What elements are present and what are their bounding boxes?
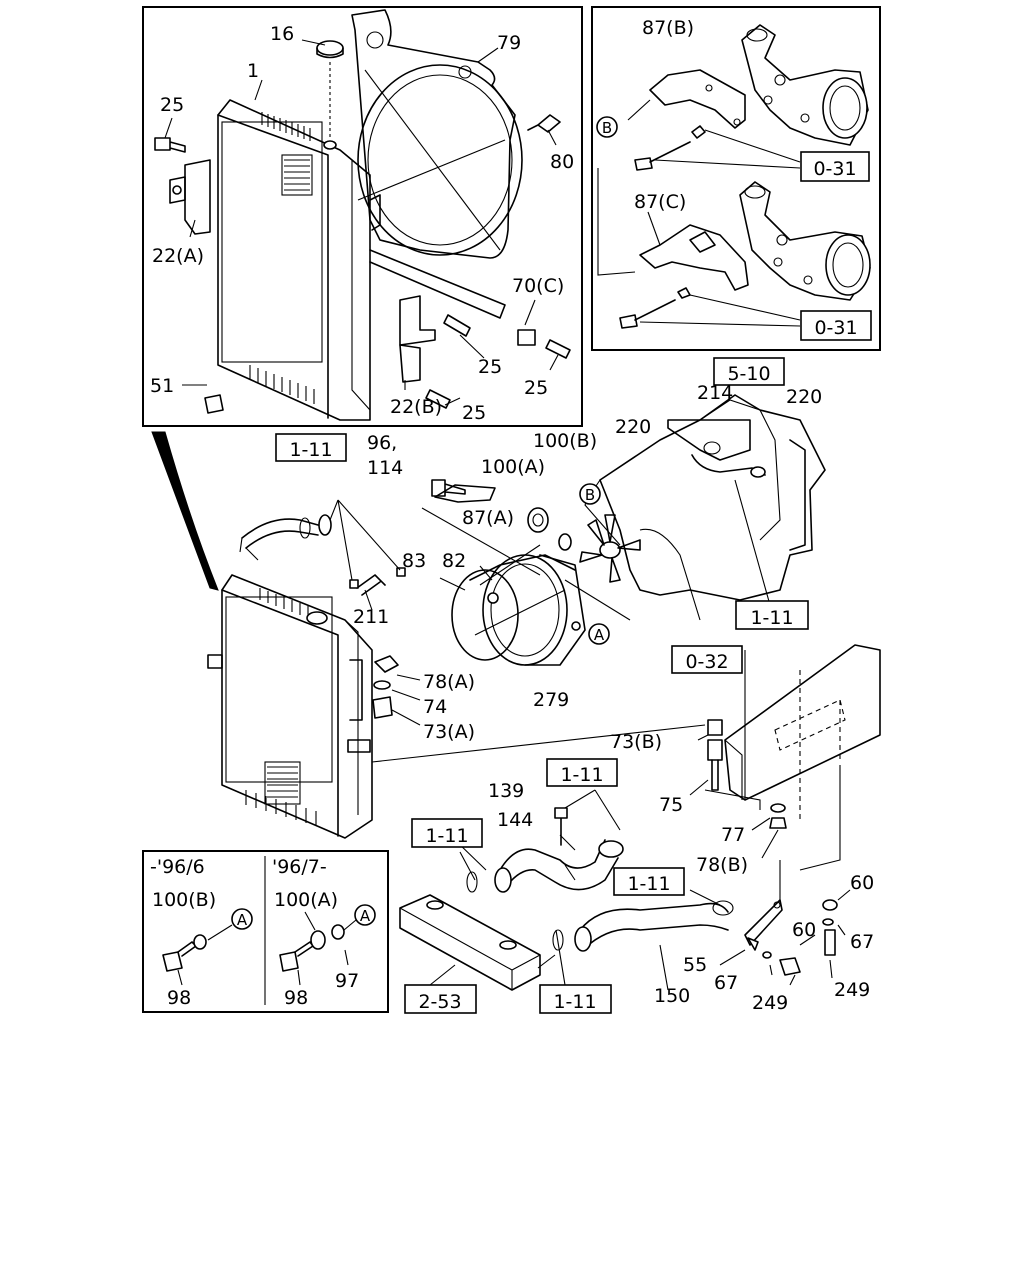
label-77: 77: [721, 824, 745, 846]
fan: [579, 514, 641, 583]
label-74: 74: [423, 696, 447, 718]
callout-circle-b-middle: B: [579, 483, 601, 505]
svg-text:1-11: 1-11: [560, 764, 603, 786]
label-78a: 78(A): [423, 671, 475, 693]
label-220-left: 220: [615, 416, 651, 438]
label-249-left: 249: [752, 992, 788, 1014]
label-67-left: 67: [714, 972, 738, 994]
ref-box-0-31-lower[interactable]: 0-31: [800, 310, 872, 341]
label-82: 82: [442, 550, 466, 572]
ref-box-1-11-d[interactable]: 1-11: [411, 818, 483, 848]
callout-circle-a-middle: A: [588, 623, 610, 645]
label-150: 150: [654, 985, 690, 1007]
label-144: 144: [497, 809, 533, 831]
bracket-detail: [597, 24, 871, 329]
inset-label-100a: 100(A): [274, 889, 338, 911]
label-87a: 87(A): [462, 507, 514, 529]
label-220-right: 220: [786, 386, 822, 408]
ref-box-5-10[interactable]: 5-10: [713, 357, 785, 386]
label-96: 96,: [367, 432, 397, 454]
label-25-right: 25: [524, 377, 548, 399]
svg-text:1-11: 1-11: [289, 439, 332, 461]
svg-text:B: B: [585, 486, 595, 504]
svg-text:1-11: 1-11: [425, 825, 468, 847]
label-279: 279: [533, 689, 569, 711]
inset-left-title: -'96/6: [150, 856, 205, 878]
svg-text:A: A: [360, 907, 371, 925]
svg-text:1-11: 1-11: [750, 607, 793, 629]
svg-text:A: A: [237, 911, 248, 929]
ref-box-1-11-f[interactable]: 1-11: [539, 984, 612, 1014]
label-78b: 78(B): [696, 854, 748, 876]
label-87c: 87(C): [634, 191, 686, 213]
inset-right-title: '96/7-: [272, 856, 327, 878]
svg-text:1-11: 1-11: [627, 873, 670, 895]
inset-label-97: 97: [335, 970, 359, 992]
label-214: 214: [697, 382, 733, 404]
svg-text:0-31: 0-31: [813, 158, 856, 180]
radiator-middle: [151, 394, 826, 839]
ref-box-1-11-b[interactable]: 1-11: [735, 600, 809, 630]
callout-circle-a-inset-left: A: [231, 908, 253, 930]
label-1: 1: [247, 60, 259, 82]
ref-box-0-31-upper[interactable]: 0-31: [800, 151, 870, 182]
label-100a: 100(A): [481, 456, 545, 478]
label-60-left: 60: [792, 919, 816, 941]
svg-text:2-53: 2-53: [418, 991, 461, 1013]
label-70c: 70(C): [512, 275, 564, 297]
inset-parts: [162, 911, 357, 986]
frame-rail: [689, 644, 881, 871]
ref-box-2-53[interactable]: 2-53: [404, 984, 477, 1014]
label-16: 16: [270, 23, 294, 45]
svg-text:1-11: 1-11: [553, 991, 596, 1013]
radiator-top: [154, 9, 571, 421]
callout-circle-a-inset-right: A: [354, 904, 376, 926]
ref-box-1-11-e[interactable]: 1-11: [613, 867, 685, 896]
label-25-mid: 25: [478, 356, 502, 378]
label-25-lower: 25: [462, 402, 486, 424]
label-55: 55: [683, 954, 707, 976]
ref-box-0-32[interactable]: 0-32: [671, 645, 743, 674]
bracket-detail-frame: [591, 6, 881, 351]
label-67-right: 67: [850, 931, 874, 953]
label-22a: 22(A): [152, 245, 204, 267]
svg-text:0-31: 0-31: [814, 317, 857, 339]
label-139: 139: [488, 780, 524, 802]
label-114: 114: [367, 457, 403, 479]
svg-text:B: B: [602, 119, 612, 137]
radiator-detail-frame: [142, 6, 583, 427]
label-83: 83: [402, 550, 426, 572]
label-60-right: 60: [850, 872, 874, 894]
label-79: 79: [497, 32, 521, 54]
ref-box-1-11-a[interactable]: 1-11: [275, 433, 347, 462]
svg-text:5-10: 5-10: [727, 363, 770, 385]
part-labels: 16 79 1 25 80 22(A) 70(C) 25 25 51 22(B)…: [150, 17, 874, 1014]
label-25-upper: 25: [160, 94, 184, 116]
label-211: 211: [353, 606, 389, 628]
svg-text:0-32: 0-32: [685, 651, 728, 673]
label-73a: 73(A): [423, 721, 475, 743]
label-100b: 100(B): [533, 430, 597, 452]
label-249-right: 249: [834, 979, 870, 1001]
ref-box-1-11-c[interactable]: 1-11: [546, 758, 618, 787]
svg-text:A: A: [594, 626, 605, 644]
label-80: 80: [550, 151, 574, 173]
lower-hoses: [399, 789, 851, 991]
inset-label-100b: 100(B): [152, 889, 216, 911]
label-51: 51: [150, 375, 174, 397]
model-year-inset-frame: [142, 850, 389, 1013]
label-22b: 22(B): [390, 396, 442, 418]
radiator-fins: [249, 112, 315, 404]
inset-label-98-left: 98: [167, 987, 191, 1009]
inset-label-98-right: 98: [284, 987, 308, 1009]
label-73b: 73(B): [610, 731, 662, 753]
callout-circle-b-upper: B: [596, 116, 618, 138]
label-87b: 87(B): [642, 17, 694, 39]
label-75: 75: [659, 794, 683, 816]
